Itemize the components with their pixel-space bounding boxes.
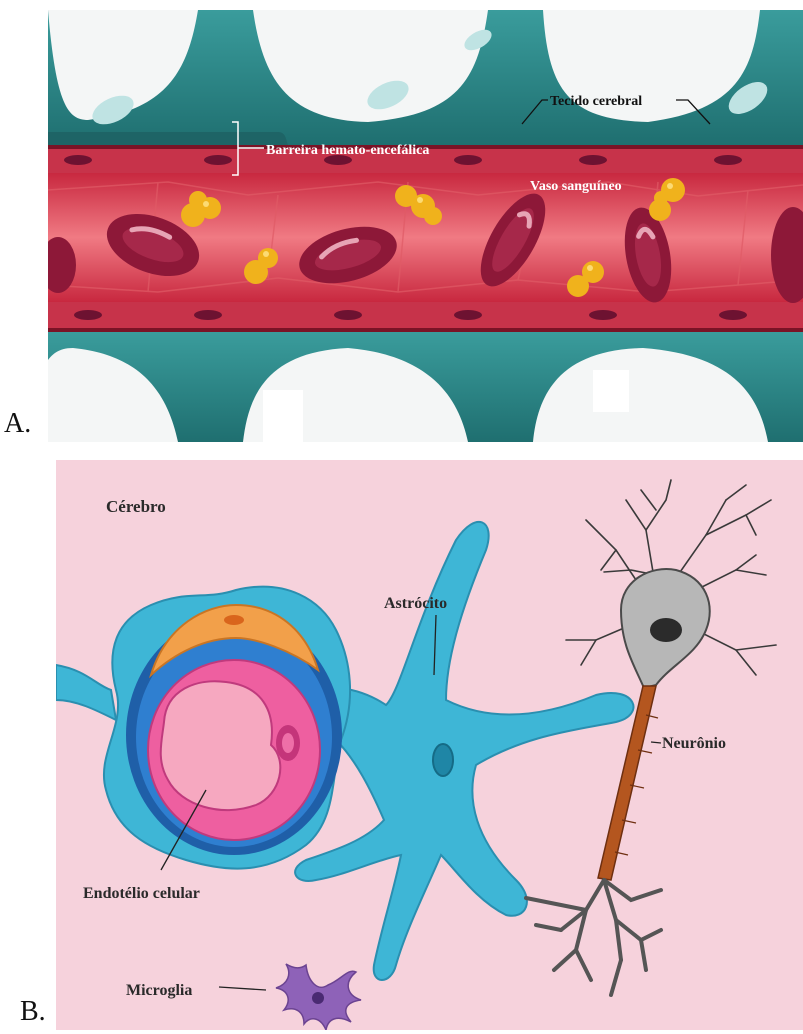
label-brain: Cérebro — [106, 497, 166, 516]
label-brain-tissue: Tecido cerebral — [550, 94, 642, 109]
panel-a-letter: A. — [4, 408, 31, 440]
label-astrocyte: Astrócito — [384, 595, 447, 612]
panel-b-brain-cells-illustration: Cérebro Astrócito Neurônio Endotélio cel… — [56, 460, 803, 1030]
panel-b-letter: B. — [20, 996, 46, 1028]
vessel-cross-section — [104, 587, 350, 869]
astrocyte-nucleus — [433, 744, 453, 776]
label-neuron: Neurônio — [662, 735, 726, 752]
panel-a-blood-brain-barrier-illustration: Tecido cerebral Barreira hemato-encefáli… — [48, 10, 803, 442]
label-microglia: Microglia — [126, 982, 192, 999]
label-endothelium: Endotélio celular — [83, 885, 200, 902]
vessel-wall-bottom — [48, 302, 803, 332]
label-barrier: Barreira hemato-encefálica — [266, 143, 429, 158]
label-vessel: Vaso sanguíneo — [530, 179, 622, 194]
